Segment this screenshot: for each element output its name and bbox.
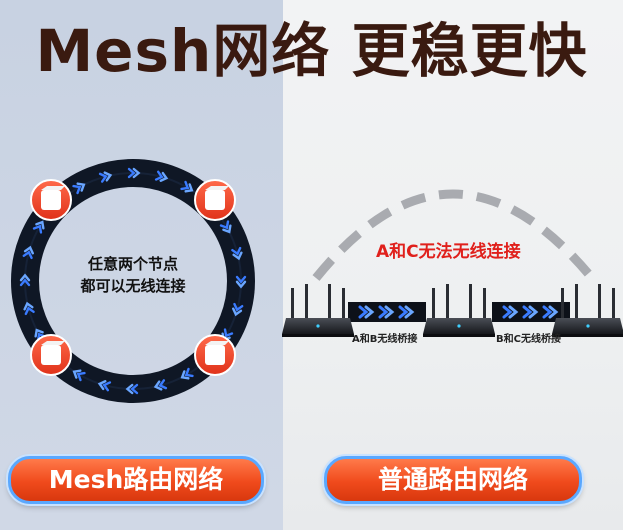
router-c-icon	[552, 284, 623, 337]
traditional-panel-background	[283, 0, 623, 530]
bridge-ab-label: A和B无线桥接	[352, 334, 418, 345]
failed-link-dashed-arc	[312, 189, 596, 281]
router-a-icon	[282, 284, 354, 337]
mesh-network-button: Mesh路由网络	[8, 456, 264, 504]
mesh-node-icon	[30, 179, 72, 221]
router-b-icon	[423, 284, 495, 337]
mesh-node-icon	[194, 179, 236, 221]
page-headline: Mesh网络 更稳更快	[35, 17, 588, 85]
bridge-bc-label: B和C无线桥接	[496, 334, 561, 345]
no-link-label: A和C无法无线连接	[376, 242, 521, 262]
mesh-node-icon	[194, 334, 236, 376]
traditional-network-button: 普通路由网络	[324, 456, 582, 504]
bridge-link-bc	[492, 302, 570, 322]
mesh-caption-line1: 任意两个节点	[87, 255, 178, 273]
mesh-node-icon	[30, 334, 72, 376]
bridge-link-ab	[348, 302, 426, 322]
mesh-caption-line2: 都可以无线连接	[80, 277, 186, 295]
mesh-caption: 任意两个节点 都可以无线连接	[53, 253, 213, 297]
